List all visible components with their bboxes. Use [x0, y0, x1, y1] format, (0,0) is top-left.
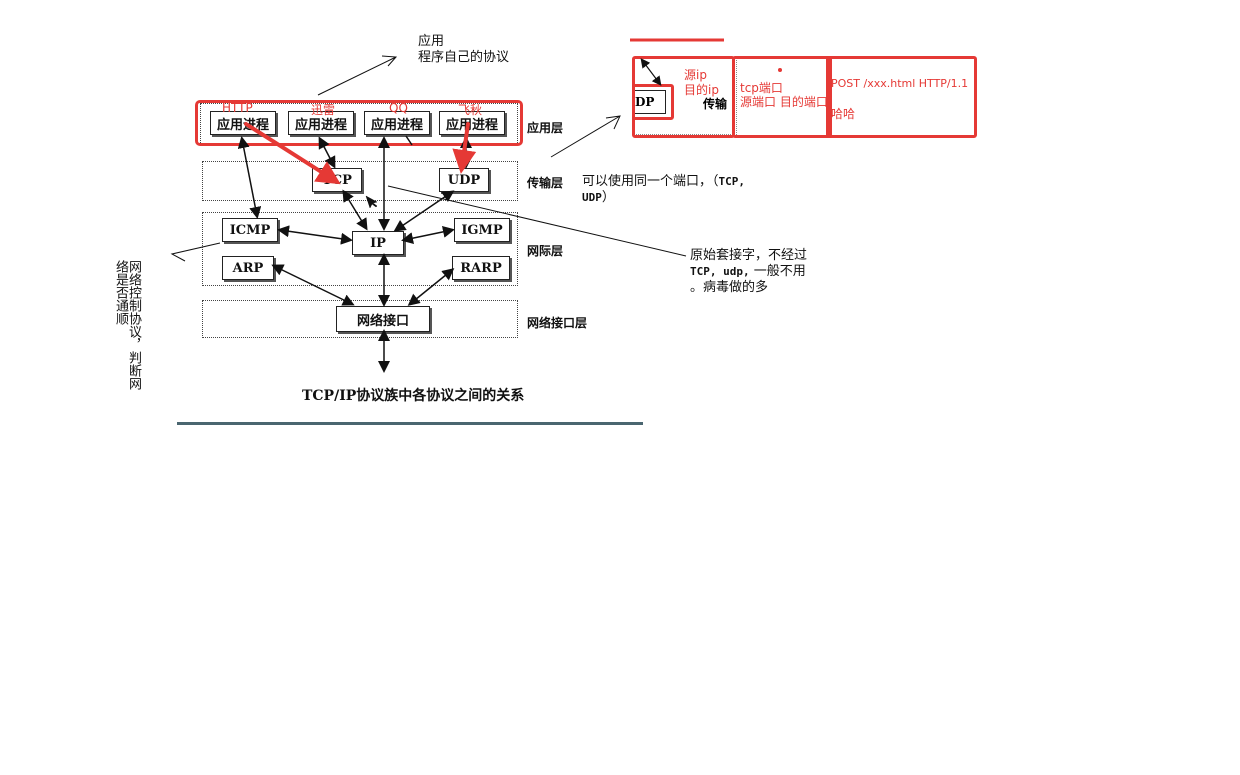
ip-label: IP — [370, 235, 386, 251]
app-annotation-qq: QQ — [389, 101, 408, 115]
ip-dst-label: 目的ip — [684, 83, 719, 97]
raw-note-line1: 原始套接字，不经过 — [690, 248, 808, 263]
icmp-label: ICMP — [229, 222, 271, 238]
app-annotation-http: HTTP — [222, 101, 253, 115]
raw-note-line3: 。病毒做的多 — [690, 280, 769, 295]
rarp-label: RARP — [460, 260, 502, 276]
network-interface-box: 网络接口 — [336, 306, 430, 332]
packet-transport-fragment: 传输 — [703, 97, 728, 111]
app-process-2: 应用进程 — [288, 111, 354, 135]
payload-frame — [826, 56, 977, 138]
port-note-end: ） — [601, 190, 615, 205]
payload-label-2: 哈哈 — [831, 107, 856, 121]
app-annotation-xunlei: 迅雷 — [311, 103, 336, 117]
raw-note-mono: TCP, udp, — [690, 265, 750, 278]
layer-label-network: 网际层 — [527, 244, 564, 258]
tcp-port-label: tcp端口 — [740, 81, 783, 95]
app-process-label: 应用进程 — [445, 117, 498, 133]
packet-fragment-frame — [636, 56, 737, 135]
udp-label: UDP — [447, 172, 481, 188]
app-process-label: 应用进程 — [370, 117, 423, 133]
link-layer-frame — [202, 300, 518, 338]
arp-label: ARP — [232, 260, 264, 276]
icmp-box: ICMP — [222, 218, 278, 242]
caption-rule — [177, 422, 643, 425]
arp-box: ARP — [222, 256, 274, 280]
ip-box: IP — [352, 231, 404, 255]
app-protocol-note: 应用 程序自己的协议 — [418, 34, 509, 66]
raw-socket-note: 原始套接字，不经过 TCP, udp, 一般不用 。病毒做的多 — [690, 248, 807, 296]
layer-label-transport: 传输层 — [527, 176, 564, 190]
tcp-header-frame — [732, 56, 832, 138]
igmp-label: IGMP — [461, 222, 503, 238]
layer-label-link: 网络接口层 — [527, 316, 588, 330]
icmp-note: 网络控制协议，判断网络是否通顺 — [113, 260, 141, 390]
app-note-line1: 应用 — [418, 34, 445, 49]
udp-box: UDP — [439, 168, 489, 192]
dp-fragment-label: DP — [635, 95, 655, 109]
application-highlight-frame — [195, 100, 523, 146]
network-interface-label: 网络接口 — [356, 313, 409, 329]
port-note-text: 可以使用同一个端口，（ — [582, 174, 719, 189]
port-note-tcp: TCP, — [718, 175, 746, 188]
rarp-box: RARP — [452, 256, 510, 280]
layer-label-application: 应用层 — [527, 121, 564, 135]
app-process-3: 应用进程 — [364, 111, 430, 135]
diagram-caption: TCP/IP协议族中各协议之间的关系 — [302, 388, 525, 404]
ports-label: 源端口 目的端口 — [740, 95, 828, 109]
app-annotation-feiqiu: 飞秋 — [458, 103, 483, 117]
app-process-4: 应用进程 — [439, 111, 505, 135]
app-process-label: 应用进程 — [294, 117, 347, 133]
app-note-line2: 程序自己的协议 — [418, 50, 510, 65]
icmp-note-text: 网络控制协议，判断网络是否通顺 — [113, 260, 141, 390]
ip-src-label: 源ip — [684, 68, 707, 82]
port-note-udp: UDP — [582, 191, 602, 204]
port-note: 可以使用同一个端口，（TCP, UDP） — [582, 174, 745, 206]
raw-note-line2: 一般不用 — [749, 264, 806, 279]
payload-label: POST /xxx.html HTTP/1.1 — [831, 77, 969, 90]
